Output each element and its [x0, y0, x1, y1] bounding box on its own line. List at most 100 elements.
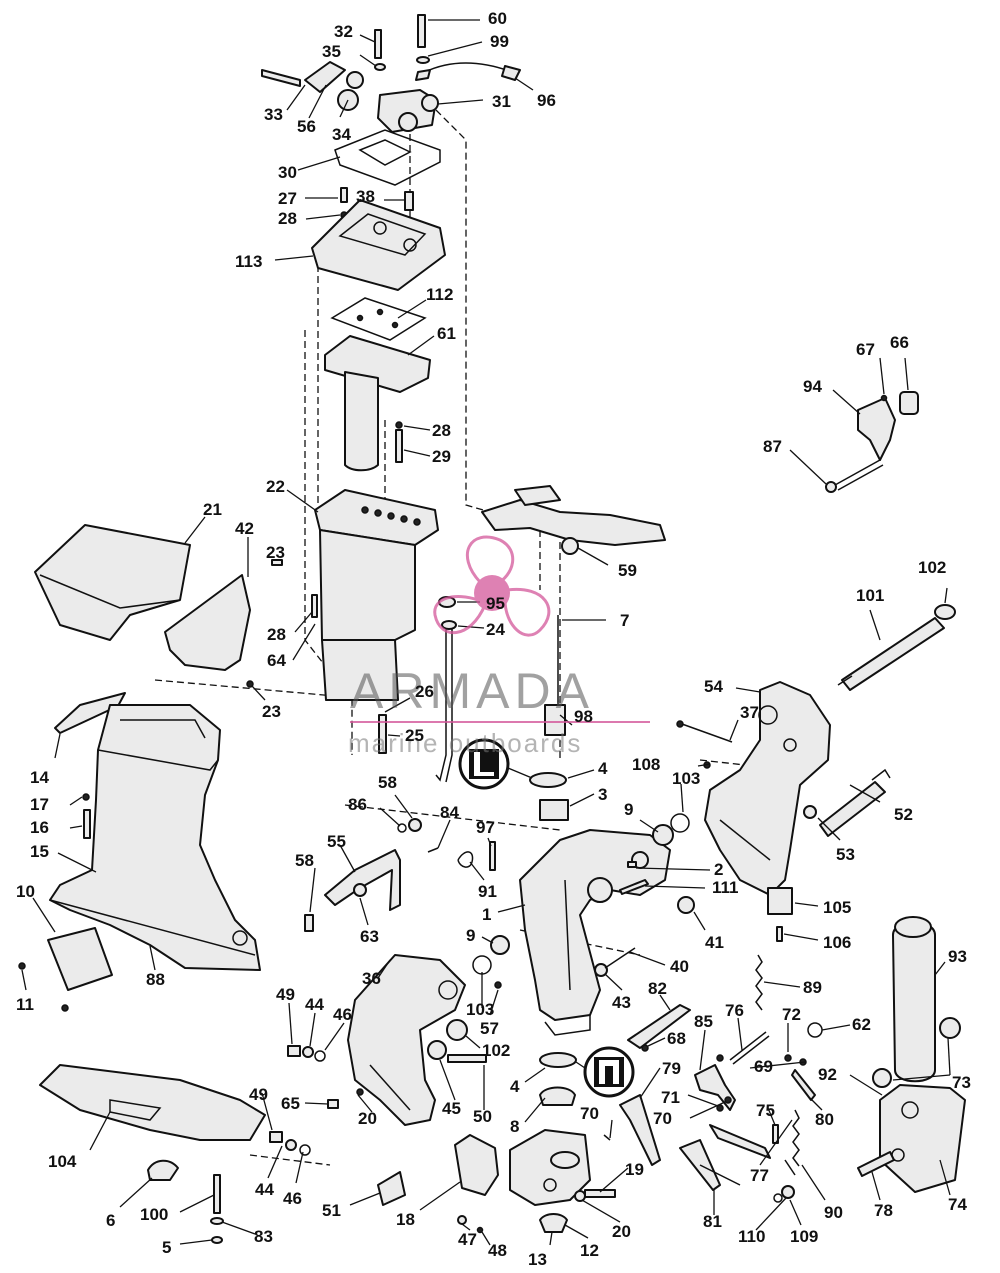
callout-15: 15: [30, 842, 49, 861]
callout-106: 106: [823, 933, 851, 952]
callout-61: 61: [437, 324, 456, 343]
callout-40: 40: [670, 957, 689, 976]
callout-33: 33: [264, 105, 283, 124]
callout-44: 44: [255, 1180, 274, 1199]
callout-28: 28: [278, 209, 297, 228]
callout-79: 79: [662, 1059, 681, 1078]
callout-49: 49: [276, 985, 295, 1004]
callout-94: 94: [803, 377, 822, 396]
callout-87: 87: [763, 437, 782, 456]
callout-20: 20: [358, 1109, 377, 1128]
callout-2: 2: [714, 860, 723, 879]
callout-4: 4: [510, 1077, 520, 1096]
callout-25: 25: [405, 726, 424, 745]
callout-51: 51: [322, 1201, 341, 1220]
callout-50: 50: [473, 1107, 492, 1126]
callout-70: 70: [653, 1109, 672, 1128]
callout-67: 67: [856, 340, 875, 359]
callout-10: 10: [16, 882, 35, 901]
callout-9: 9: [624, 800, 633, 819]
callout-108: 108: [632, 755, 660, 774]
callout-8: 8: [510, 1117, 519, 1136]
callout-110: 110: [738, 1227, 765, 1246]
callout-97: 97: [476, 818, 495, 837]
callout-112: 112: [426, 285, 453, 304]
callout-22: 22: [266, 477, 285, 496]
callout-1: 1: [482, 905, 491, 924]
callout-109: 109: [790, 1227, 818, 1246]
callout-12: 12: [580, 1241, 599, 1260]
callout-29: 29: [432, 447, 451, 466]
callout-11: 11: [16, 995, 34, 1014]
callout-13: 13: [528, 1250, 547, 1269]
callout-47: 47: [458, 1230, 477, 1249]
callout-17: 17: [30, 795, 49, 814]
callout-48: 48: [488, 1241, 507, 1260]
callout-55: 55: [327, 832, 346, 851]
callout-95: 95: [486, 594, 505, 613]
callout-57: 57: [480, 1019, 499, 1038]
callout-43: 43: [612, 993, 631, 1012]
callout-111: 111: [712, 878, 739, 897]
gearcase-bearings: [377, 772, 616, 1234]
callout-68: 68: [667, 1029, 686, 1048]
callout-102: 102: [482, 1041, 510, 1060]
callout-103: 103: [466, 1000, 494, 1019]
callout-105: 105: [823, 898, 851, 917]
callout-74: 74: [948, 1195, 967, 1214]
callout-89: 89: [803, 978, 822, 997]
callout-99: 99: [490, 32, 509, 51]
callout-24: 24: [486, 620, 505, 639]
callout-14: 14: [30, 768, 49, 787]
callout-9: 9: [466, 926, 475, 945]
leader-lines: [21, 19, 951, 1246]
callout-35: 35: [322, 42, 341, 61]
callout-64: 64: [267, 651, 286, 670]
callout-42: 42: [235, 519, 254, 538]
shift-lever-inset: [825, 391, 919, 493]
callout-21: 21: [203, 500, 222, 519]
callout-66: 66: [890, 333, 909, 352]
callout-23: 23: [266, 543, 285, 562]
callout-90: 90: [824, 1203, 843, 1222]
tilt-trim-hardware: [603, 720, 966, 1203]
callout-23: 23: [262, 702, 281, 721]
callout-54: 54: [704, 677, 723, 696]
callout-78: 78: [874, 1201, 893, 1220]
callout-32: 32: [334, 22, 353, 41]
callout-38: 38: [356, 187, 375, 206]
callout-104: 104: [48, 1152, 77, 1171]
callout-56: 56: [297, 117, 316, 136]
callout-60: 60: [488, 9, 507, 28]
callout-77: 77: [750, 1166, 769, 1185]
callout-102: 102: [918, 558, 946, 577]
callout-73: 73: [952, 1073, 971, 1092]
swivel-and-clamp-brackets: [269, 604, 956, 1156]
callout-88: 88: [146, 970, 165, 989]
callout-26: 26: [415, 682, 434, 701]
callout-28: 28: [432, 421, 451, 440]
callout-58: 58: [378, 773, 397, 792]
callout-45: 45: [442, 1099, 461, 1118]
callout-44: 44: [305, 995, 324, 1014]
callout-37: 37: [740, 703, 759, 722]
callout-46: 46: [333, 1005, 352, 1024]
sealer-symbol-icon: [575, 1046, 635, 1098]
callout-93: 93: [948, 947, 967, 966]
watermark-brand: ARMADA: [350, 663, 594, 719]
callout-41: 41: [705, 933, 724, 952]
callout-76: 76: [725, 1001, 744, 1020]
callout-81: 81: [703, 1212, 722, 1231]
callout-96: 96: [537, 91, 556, 110]
callout-65: 65: [281, 1094, 300, 1113]
callout-101: 101: [856, 586, 884, 605]
propeller-logo-icon: [433, 535, 551, 637]
callout-75: 75: [756, 1101, 775, 1120]
callout-70: 70: [580, 1104, 599, 1123]
callout-84: 84: [440, 803, 459, 822]
callout-5: 5: [162, 1238, 171, 1257]
grease-symbol-icon: [458, 738, 533, 790]
callout-34: 34: [332, 125, 351, 144]
